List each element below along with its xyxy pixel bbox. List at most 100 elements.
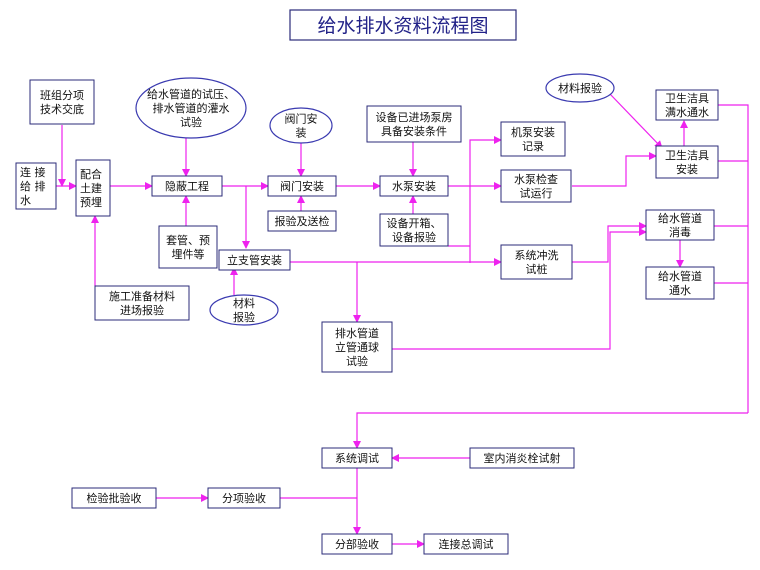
node-label: 分项验收 xyxy=(222,491,266,505)
node-label: 设备已进场泵房 xyxy=(376,110,453,124)
edge-return-to-tiaoshi xyxy=(353,412,748,449)
node-label: 连接总调试 xyxy=(439,537,494,551)
node-label: 水泵检查 xyxy=(514,172,558,186)
node-shape xyxy=(207,487,281,509)
node-label: 试验 xyxy=(180,115,202,129)
node-xitong-tiaoshi: 系统调试 xyxy=(321,447,393,469)
node-shape xyxy=(209,294,279,326)
node-label: 通水 xyxy=(669,284,691,297)
node-label: 检验批验收 xyxy=(87,491,142,505)
node-famen-anz: 阀门安装 xyxy=(269,107,333,144)
node-shape xyxy=(135,77,247,139)
node-xiaohuo: 室内消炎栓试射 xyxy=(469,447,575,469)
node-label: 系统冲洗 xyxy=(515,248,559,262)
node-label: 试运行 xyxy=(520,187,553,200)
node-shape xyxy=(269,107,333,144)
node-label: 卫生洁具 xyxy=(665,148,709,162)
connector-lines xyxy=(56,93,749,548)
node-label: 排水管道的灌水 xyxy=(153,101,230,115)
node-shape xyxy=(321,321,393,373)
node-label: 试桩 xyxy=(526,262,548,276)
node-shape xyxy=(29,79,95,125)
node-label: 设备报验 xyxy=(392,230,436,244)
node-cailiao-low: 材料报验 xyxy=(209,294,279,326)
node-label: 机泵安装 xyxy=(511,125,555,139)
node-shape xyxy=(469,447,575,469)
node-label: 给 排 xyxy=(20,179,46,193)
node-label: 排水管道 xyxy=(335,326,379,340)
node-shape xyxy=(75,159,111,217)
node-shape xyxy=(151,175,223,197)
node-label: 给水管道的试压、 xyxy=(147,87,235,101)
node-shape xyxy=(423,533,509,555)
node-label: 消毒 xyxy=(669,225,691,239)
node-label: 进场报验 xyxy=(120,303,164,317)
node-baoyan: 报验及送检 xyxy=(267,210,337,232)
node-label: 立支管安装 xyxy=(227,253,282,267)
node-shape xyxy=(645,209,715,241)
node-label: 材料报验 xyxy=(558,81,602,95)
node-label: 安装 xyxy=(676,162,698,176)
node-shape xyxy=(15,162,57,210)
node-yinbi: 隐蔽工程 xyxy=(151,175,223,197)
node-shape xyxy=(94,285,190,321)
node-label: 卫生洁具 xyxy=(665,91,709,105)
node-label: 连 接 xyxy=(20,166,46,179)
node-label: 给水管道 xyxy=(658,269,702,283)
node-shape xyxy=(267,175,337,197)
node-shebei-kaixiang: 设备开箱、设备报验 xyxy=(379,213,449,247)
node-shape xyxy=(500,244,573,280)
node-shape xyxy=(500,121,566,157)
node-lizhiguan: 立支管安装 xyxy=(218,249,291,271)
node-shape xyxy=(379,213,449,247)
edge-cailiao-to-weisheng xyxy=(609,93,663,149)
node-label: 技术交底 xyxy=(40,102,84,116)
page-title-text: 给水排水资料流程图 xyxy=(317,15,488,37)
node-shape xyxy=(379,175,449,197)
node-label: 班组分项 xyxy=(40,88,84,102)
node-label: 报验 xyxy=(233,310,255,324)
node-lianjie-zong: 连接总调试 xyxy=(423,533,509,555)
node-label: 给水管道 xyxy=(658,211,702,225)
node-label: 分部验收 xyxy=(335,537,379,551)
node-label: 材料 xyxy=(233,296,255,310)
node-shuibeng: 水泵安装 xyxy=(379,175,449,197)
node-label: 试验 xyxy=(346,354,368,368)
node-label: 水泵安装 xyxy=(392,179,436,193)
node-shape xyxy=(655,145,719,179)
edge-flush-to-disinfect xyxy=(572,222,647,263)
node-label: 土建 xyxy=(80,181,102,195)
node-label: 记录 xyxy=(522,140,544,153)
node-label: 室内消炎栓试射 xyxy=(484,451,561,465)
node-shape xyxy=(218,249,291,271)
page-title: 给水排水资料流程图 xyxy=(289,9,517,41)
node-label: 埋件等 xyxy=(172,247,205,261)
node-shape xyxy=(645,266,715,300)
node-label: 预埋 xyxy=(80,196,102,209)
node-lianjie: 连 接给 排水 xyxy=(15,162,57,210)
node-label: 施工准备材料 xyxy=(109,289,175,303)
node-shape xyxy=(366,105,462,143)
node-shape xyxy=(71,487,157,509)
node-shape xyxy=(321,533,393,555)
node-label: 配合 xyxy=(80,167,102,181)
node-label: 满水通水 xyxy=(665,106,709,119)
node-label: 系统调试 xyxy=(335,452,379,465)
node-label: 具备安装条件 xyxy=(381,124,447,138)
edge-weisheng-right xyxy=(718,104,749,413)
node-shape xyxy=(500,169,572,203)
node-shape xyxy=(545,73,615,103)
node-label: 立管通球 xyxy=(335,340,379,354)
